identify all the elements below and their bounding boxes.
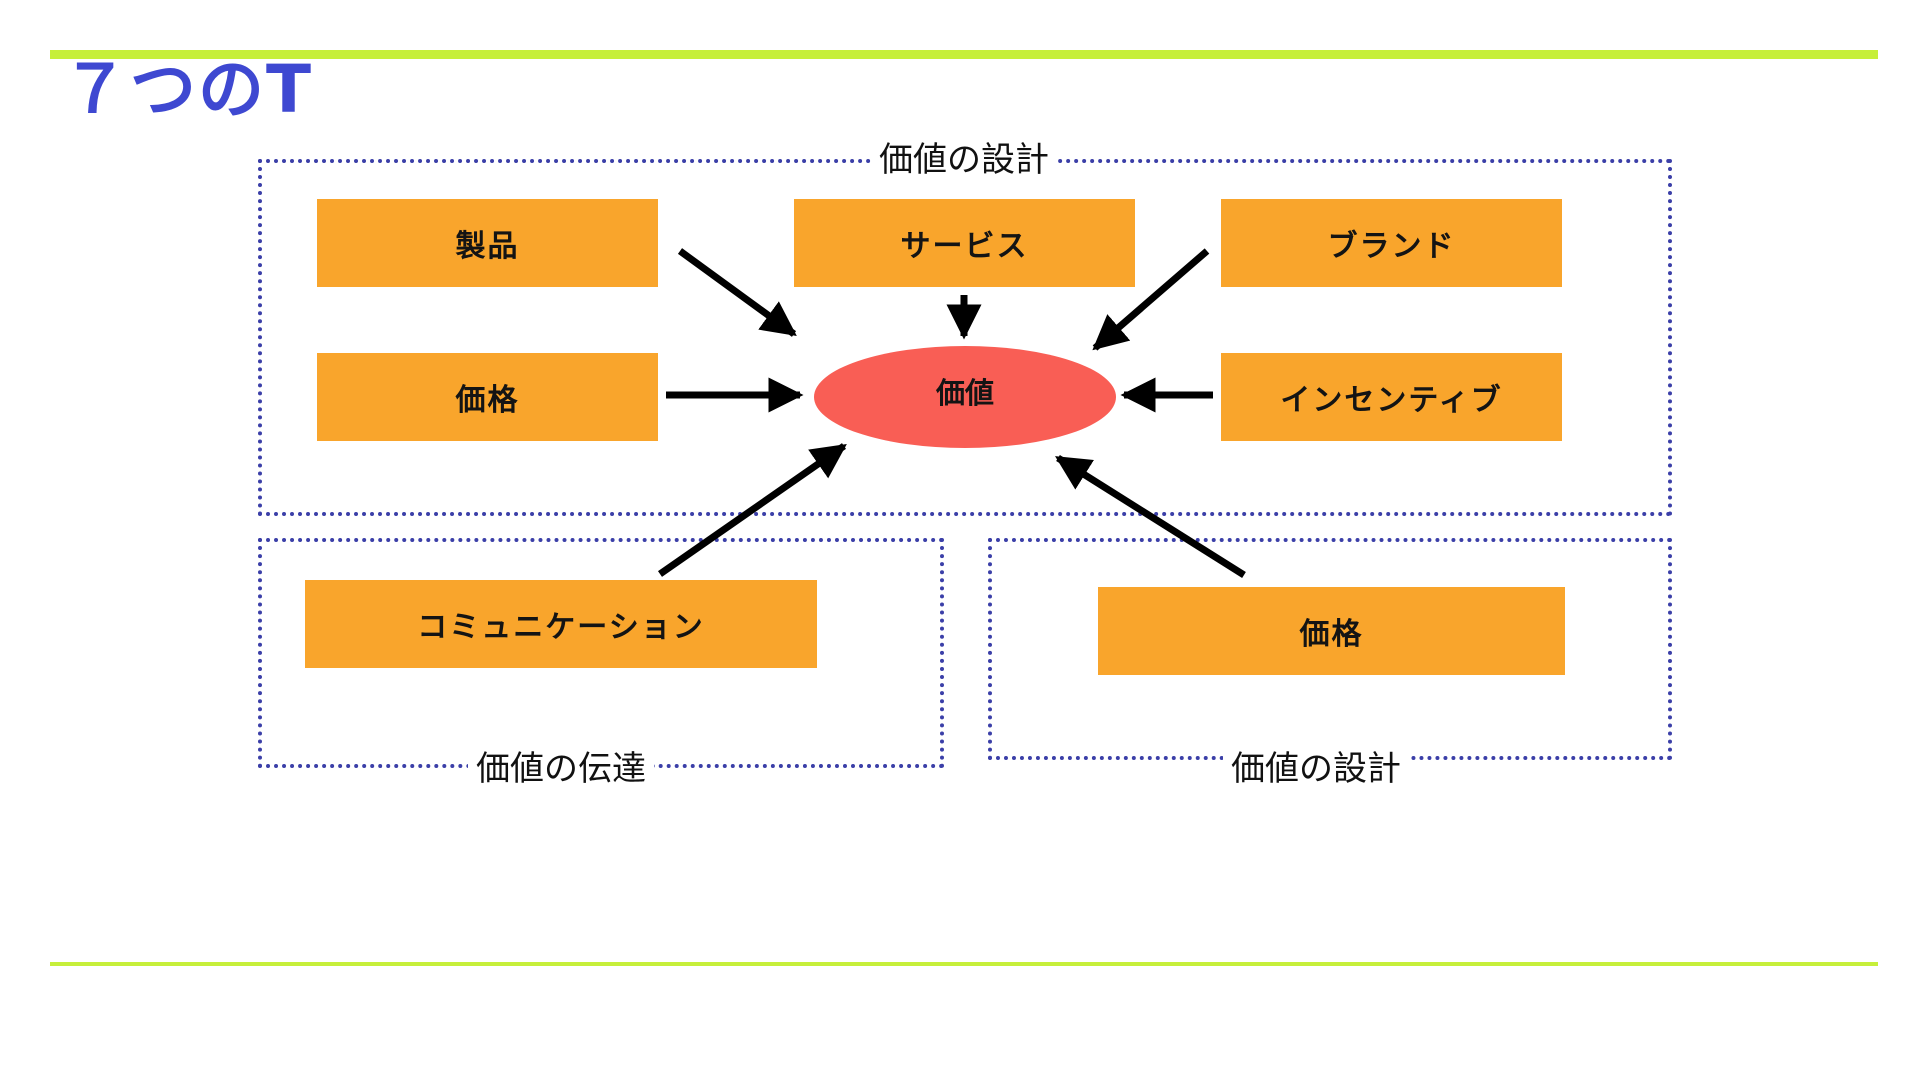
slide-title: ７つのT xyxy=(62,51,314,128)
arrow-brand-to-value xyxy=(1092,248,1210,351)
node-value-center: 価値 xyxy=(814,346,1116,448)
node-product: 製品 xyxy=(317,199,658,287)
node-incentive: インセンティブ xyxy=(1221,353,1562,441)
node-communication: コミュニケーション xyxy=(305,580,817,668)
bottom-accent-rule xyxy=(50,962,1878,966)
node-price-bottom: 価格 xyxy=(1098,587,1565,675)
group-label-value-design-bottom: 価値の設計 xyxy=(1223,748,1409,790)
node-price: 価格 xyxy=(317,353,658,441)
group-label-value-design: 価値の設計 xyxy=(871,139,1057,181)
node-service: サービス xyxy=(794,199,1135,287)
arrow-product-to-value xyxy=(677,248,797,337)
node-brand: ブランド xyxy=(1221,199,1562,287)
group-label-value-communication: 価値の伝達 xyxy=(468,748,654,790)
arrow-communication-to-value xyxy=(658,443,847,577)
top-accent-rule xyxy=(50,50,1878,59)
arrow-price-bottom-to-value xyxy=(1055,455,1246,578)
